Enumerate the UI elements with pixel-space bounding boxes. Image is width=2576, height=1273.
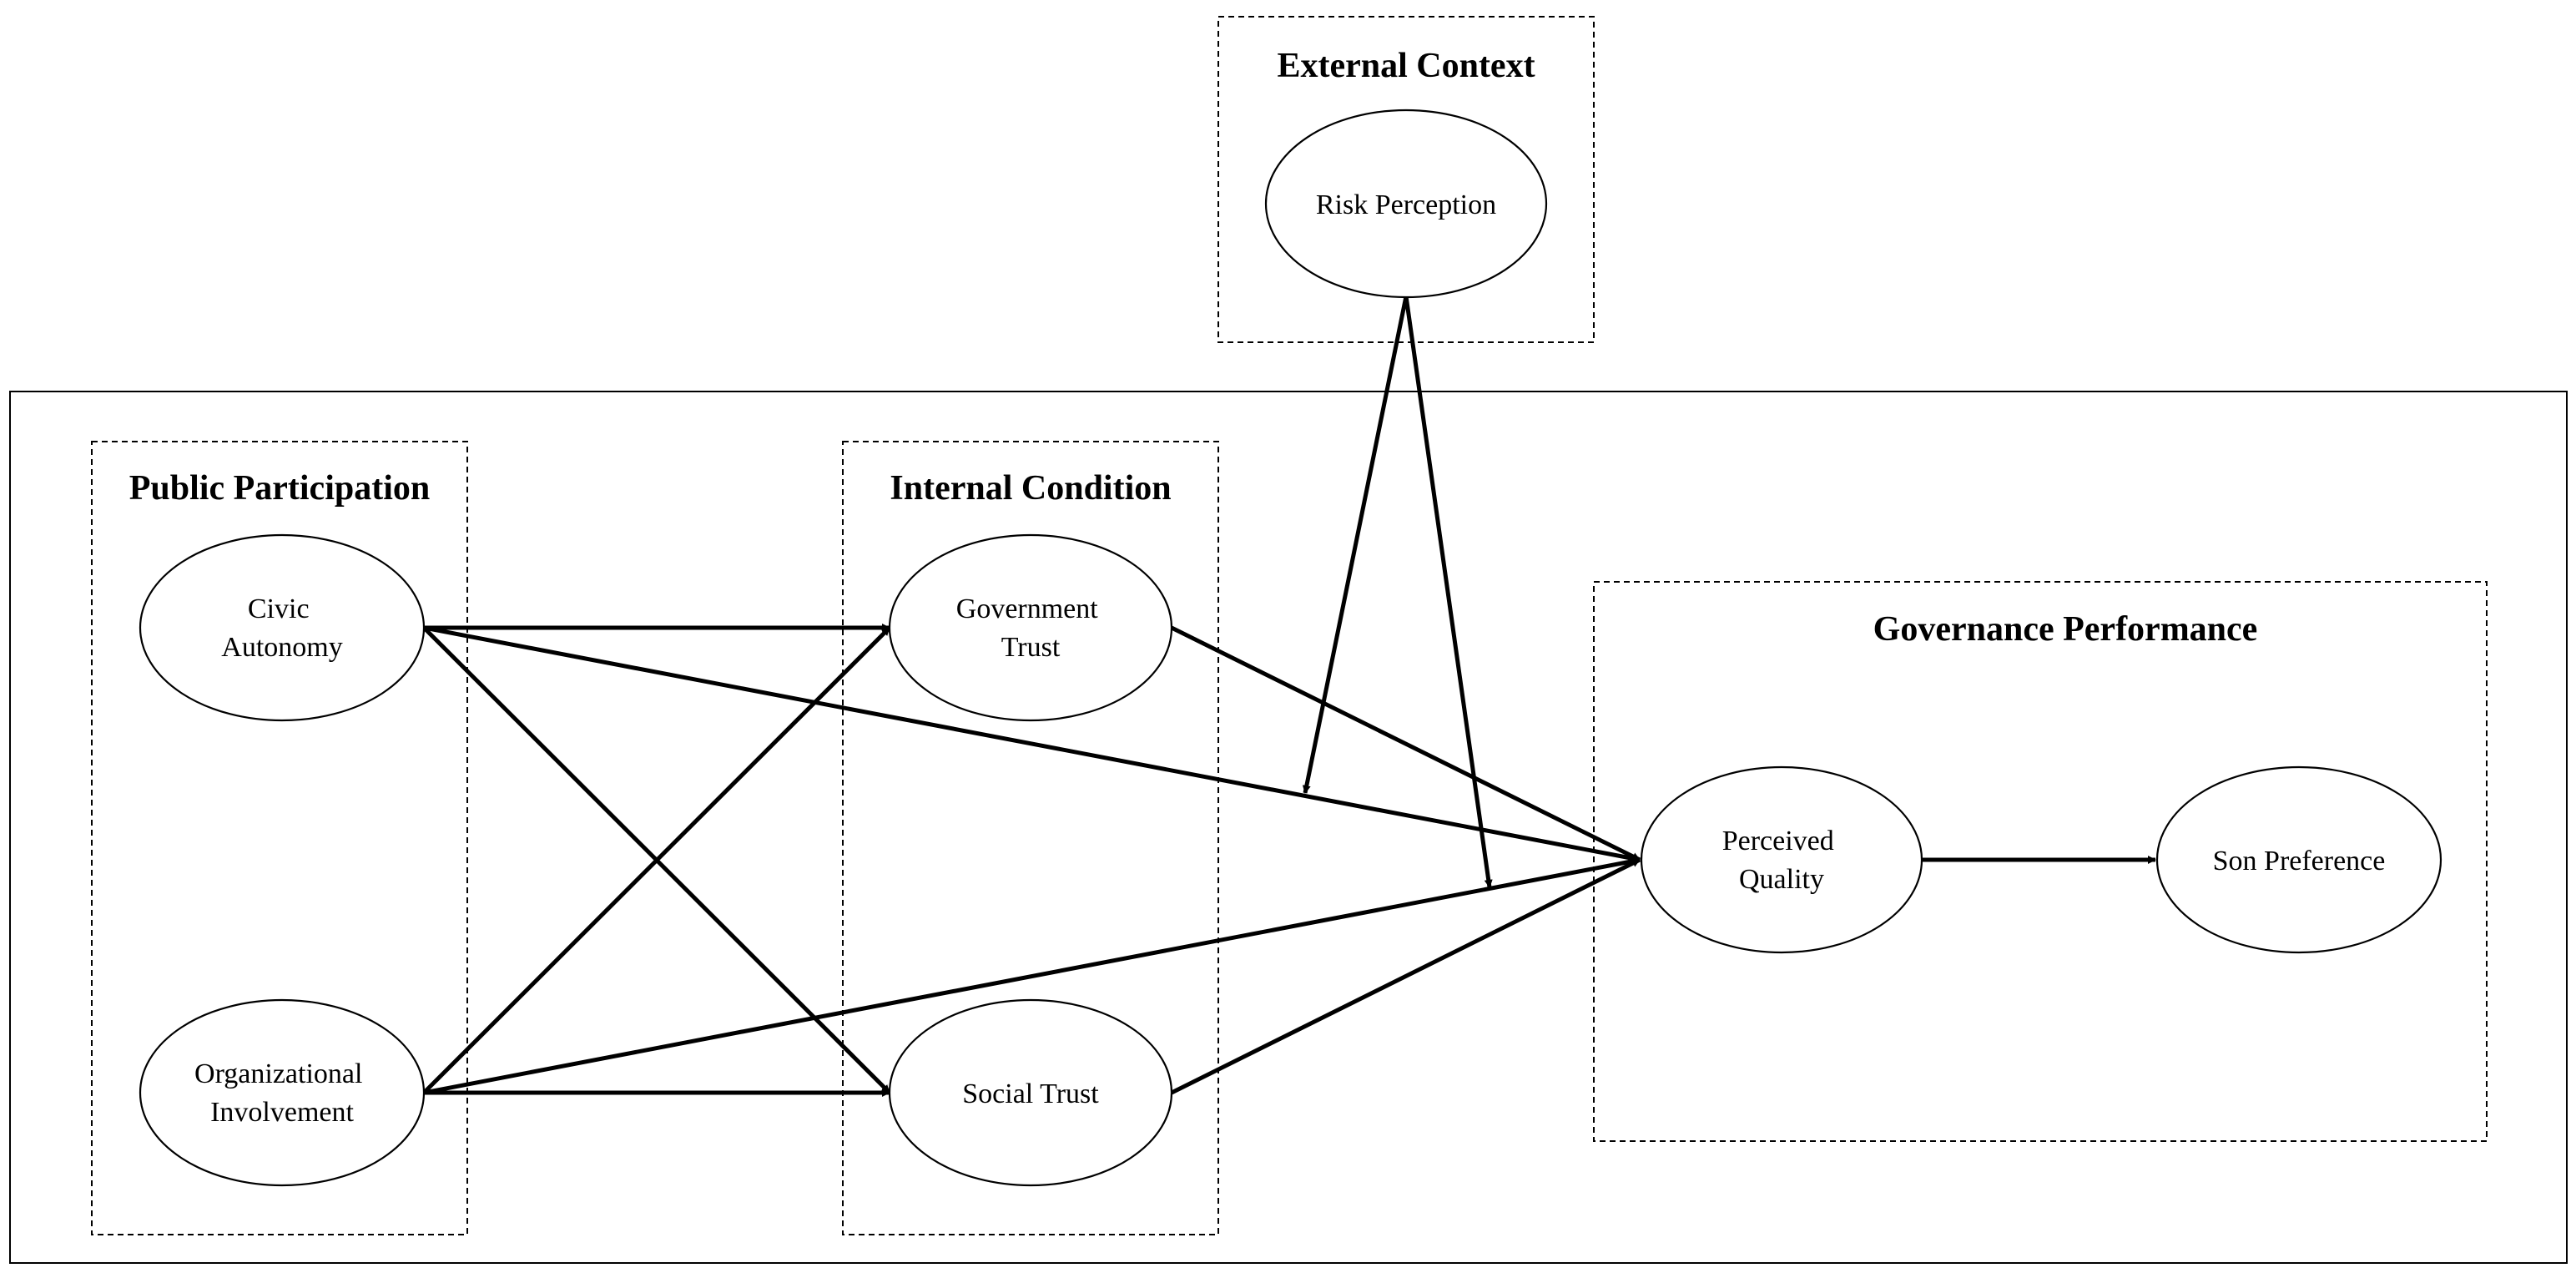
group-title-internal-condition: Internal Condition xyxy=(890,469,1171,508)
node-label-son-preference: Son Preference xyxy=(2213,846,2386,876)
group-box-governance-performance xyxy=(1593,581,2488,1142)
node-perceived-quality: Perceived Quality xyxy=(1640,765,1923,954)
group-public-participation: Public Participation xyxy=(91,441,468,1235)
group-governance-performance: Governance Performance xyxy=(1593,581,2488,1142)
edge-risk-perception-moderates-organizational-involvement-path xyxy=(1404,296,1493,888)
node-label-line-2: Trust xyxy=(1001,632,1061,663)
node-label-line-1: Government xyxy=(956,594,1099,624)
node-social-trust: Social Trust xyxy=(888,998,1173,1187)
node-civic-autonomy: Civic Autonomy xyxy=(139,533,426,722)
node-shape-perceived-quality xyxy=(1640,765,1923,954)
node-shape-risk-perception xyxy=(1264,109,1548,299)
node-label-line-2: Quality xyxy=(1739,864,1824,895)
node-government-trust: Government Trust xyxy=(888,533,1173,722)
edge-organizational-involvement-to-perceived-quality xyxy=(423,856,1641,1095)
node-label-social-trust: Social Trust xyxy=(962,1079,1099,1109)
node-son-preference: Son Preference xyxy=(2155,765,2442,954)
edge-risk-perception-moderates-civic-autonomy-path xyxy=(1302,296,1409,794)
edge-government-trust-to-perceived-quality xyxy=(1170,625,1641,862)
node-organizational-involvement: Organizational Involvement xyxy=(139,998,426,1187)
node-label-civic-autonomy: Civic Autonomy xyxy=(221,594,342,663)
node-label-line-2: Autonomy xyxy=(221,632,342,663)
node-shape-organizational-involvement xyxy=(139,998,426,1187)
group-title-governance-performance: Governance Performance xyxy=(1873,610,2258,649)
edge-civic-autonomy-to-perceived-quality xyxy=(423,625,1641,863)
edge-organizational-involvement-to-government-trust xyxy=(422,626,891,1094)
group-title-public-participation: Public Participation xyxy=(129,469,431,508)
node-label-line-1: Civic xyxy=(248,594,310,624)
group-internal-condition: Internal Condition xyxy=(842,441,1219,1235)
node-shape-social-trust xyxy=(888,998,1173,1187)
group-box-internal-condition xyxy=(842,441,1219,1235)
node-label-perceived-quality: Perceived Quality xyxy=(1722,826,1842,895)
node-risk-perception: Risk Perception xyxy=(1264,109,1548,299)
node-label-government-trust: Government Trust xyxy=(956,594,1105,663)
node-label-line-1: Organizational xyxy=(194,1058,362,1089)
node-label-line-2: Involvement xyxy=(210,1097,354,1128)
edges xyxy=(422,296,2156,1097)
node-shape-government-trust xyxy=(888,533,1173,722)
node-label-organizational-involvement: Organizational Involvement xyxy=(194,1058,370,1128)
node-label-line-1: Perceived xyxy=(1722,826,1834,856)
node-shape-civic-autonomy xyxy=(139,533,426,722)
group-box-public-participation xyxy=(91,441,468,1235)
model-frame xyxy=(9,391,2568,1264)
group-title-external-context: External Context xyxy=(1277,47,1535,85)
group-external-context: External Context xyxy=(1217,16,1595,343)
node-label-risk-perception: Risk Perception xyxy=(1316,189,1496,220)
edge-social-trust-to-perceived-quality xyxy=(1170,857,1641,1095)
node-shape-son-preference xyxy=(2155,765,2442,954)
